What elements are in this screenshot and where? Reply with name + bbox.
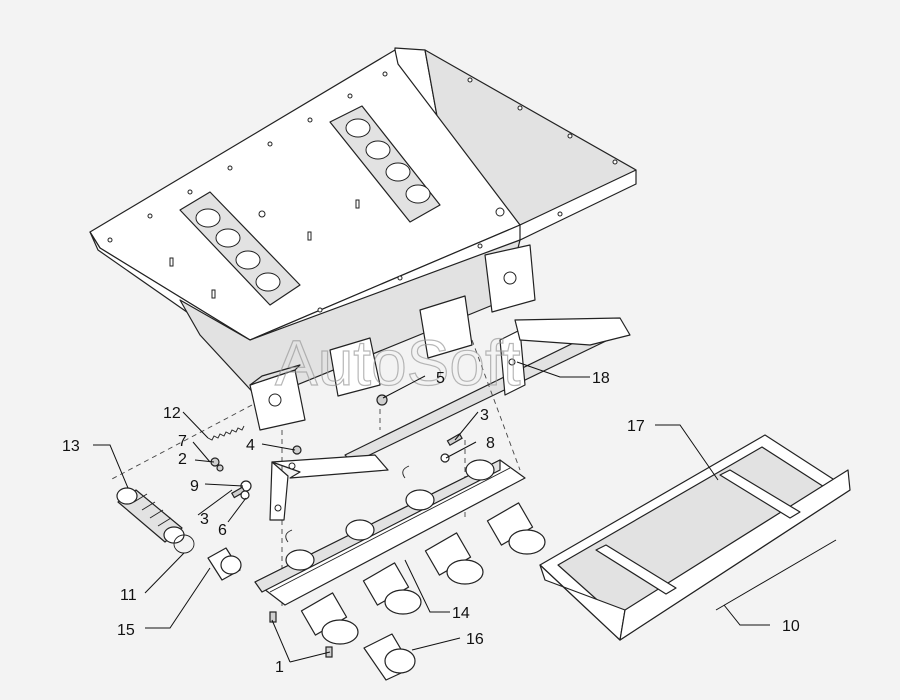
drive-housings	[249, 244, 536, 431]
callout-5: 5	[436, 370, 445, 387]
callout-18: 18	[592, 370, 610, 387]
watermark: AutoSoft	[275, 327, 521, 399]
collection-tray	[539, 434, 851, 641]
hopper-assembly	[89, 47, 637, 401]
callout-9: 9	[190, 478, 199, 495]
callout-11: 11	[120, 587, 137, 604]
callout-14: 14	[452, 605, 470, 622]
seed-plate-left	[179, 191, 301, 306]
leader-lines	[93, 361, 770, 663]
callout-4: 4	[246, 437, 255, 454]
callout-8: 8	[486, 435, 495, 452]
callout-3-left: 3	[200, 511, 209, 528]
loose-parts	[116, 487, 416, 681]
callout-12: 12	[163, 405, 181, 422]
callout-7: 7	[178, 433, 187, 450]
plate-slots	[169, 199, 505, 299]
callout-6: 6	[218, 522, 227, 539]
callout-13: 13	[62, 438, 80, 455]
callout-17: 17	[627, 418, 645, 435]
callout-1: 1	[275, 659, 284, 676]
callout-15: 15	[117, 622, 135, 639]
seed-plate-right	[329, 105, 441, 223]
housing-mid-2	[419, 295, 473, 359]
upper-tube-stubs	[285, 459, 495, 571]
flange-holes	[107, 71, 618, 313]
callout-2: 2	[178, 451, 187, 468]
callout-16: 16	[466, 631, 484, 648]
corrugated-hose	[116, 487, 185, 544]
drive-shaft	[344, 317, 631, 464]
sleeve	[363, 633, 416, 681]
spring	[207, 425, 245, 441]
callout-3-right: 3	[480, 407, 489, 424]
lever-arm	[269, 454, 389, 521]
coupling	[207, 547, 242, 581]
rod	[715, 539, 837, 611]
seed-tube-manifold	[254, 459, 546, 645]
hopper-right-flange	[519, 169, 637, 241]
callout-10: 10	[782, 618, 800, 635]
seed-tubes	[300, 502, 546, 645]
callout-labels: 1 2 3 3 4 5 6 7 8 9 10 11 12 13 14 15 16…	[62, 370, 800, 676]
housing-mid-1	[329, 337, 381, 397]
